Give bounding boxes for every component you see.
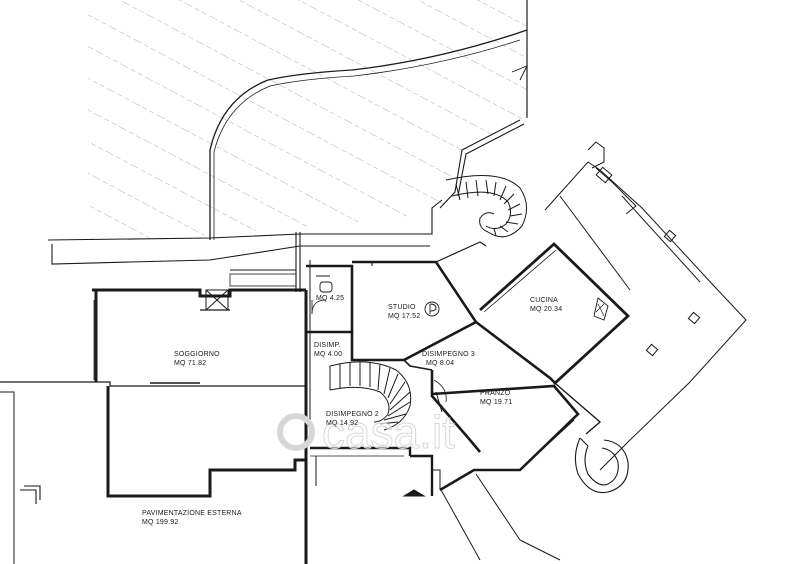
room-name-disimpegno2: DISIMPEGNO 2 (326, 411, 379, 418)
central-walls (350, 241, 557, 453)
room-area-soggiorno: MQ 71.82 (174, 360, 206, 367)
room-area-disimpegno2: MQ 14.92 (326, 420, 358, 427)
room-name-pranzo: PRANZO (480, 390, 511, 397)
room-area-disimpegno3: MQ 8.04 (426, 360, 454, 367)
south-walls (305, 446, 441, 564)
room-area-bagno: MQ 4.25 (316, 295, 344, 302)
east-wing-walls (431, 242, 631, 492)
watermark: casa.it (277, 406, 456, 459)
terrace-boundary (47, 119, 525, 292)
room-name-cucina: CUCINA (530, 297, 558, 304)
central-spiral-stair (329, 361, 412, 431)
room-name-soggiorno: SOGGIORNO (174, 351, 220, 358)
watermark-text: casa.it (322, 406, 455, 458)
fireplace (205, 289, 229, 311)
building-walls (0, 260, 311, 564)
bathroom-walls (306, 264, 354, 334)
room-name-esterna: PAVIMENTAZIONE ESTERNA (142, 510, 242, 517)
room-area-studio: MQ 17.52 (388, 313, 420, 320)
room-area-cucina: MQ 20.34 (530, 306, 562, 313)
room-area-esterna: MQ 199.92 (142, 519, 178, 526)
garden-hatch (88, 0, 528, 240)
upper-spiral-stair (445, 175, 527, 238)
exterior-marker (20, 485, 41, 504)
room-labels: SOGGIORNO MQ 71.82 MQ 4.25 STUDIO MQ 17.… (142, 295, 562, 526)
east-terrace (439, 141, 747, 561)
room-name-studio: STUDIO (388, 304, 416, 311)
room-area-disimp: MQ 4.00 (314, 351, 342, 358)
round-landing (574, 437, 629, 494)
room-name-disimp: DISIMP. (314, 342, 341, 349)
room-area-pranzo: MQ 19.71 (480, 399, 512, 406)
studio-p-icon (424, 301, 440, 317)
room-name-disimpegno3: DISIMPEGNO 3 (422, 351, 475, 358)
